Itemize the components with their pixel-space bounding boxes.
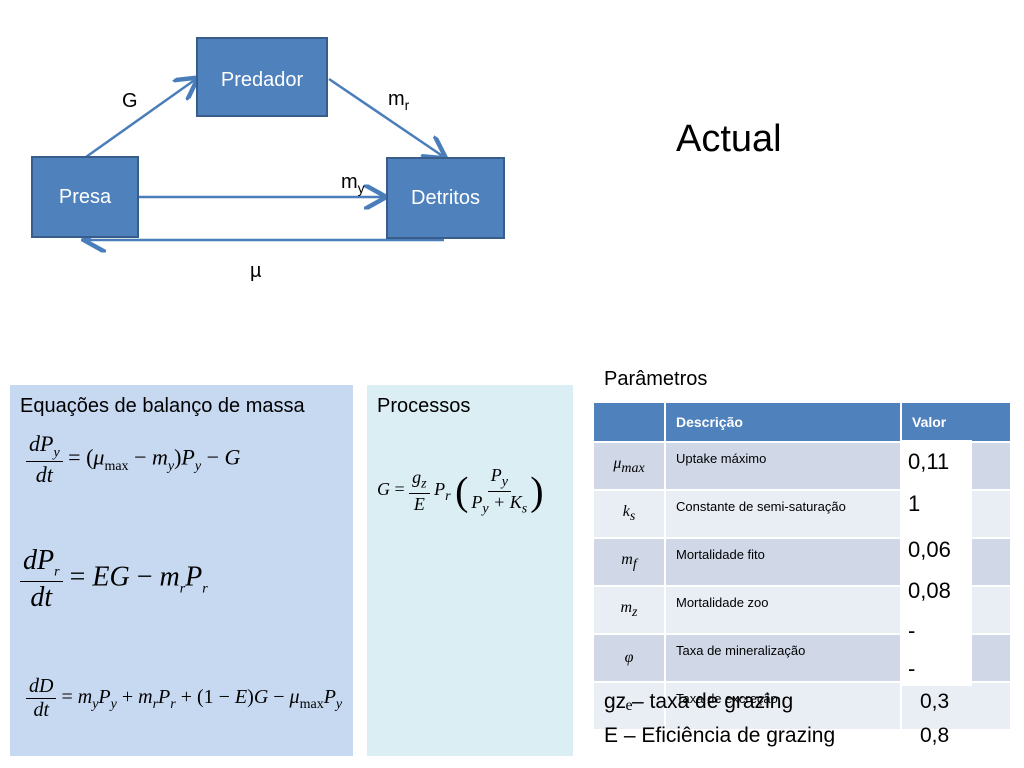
edge-label-my: my <box>341 171 365 196</box>
header-value: Valor <box>900 401 1012 443</box>
process-title: Processos <box>377 395 471 417</box>
row-symbol: mf <box>592 537 666 587</box>
row-symbol: e <box>592 681 666 731</box>
row-description: Taxa de excreção <box>664 681 902 731</box>
e-label: E – Eficiência de grazing <box>604 724 836 747</box>
value-e: - <box>908 656 916 681</box>
node-presa-label: Presa <box>58 185 112 208</box>
edge-label-mr: mr <box>388 88 409 113</box>
row-symbol: mz <box>592 585 666 635</box>
edge-label-mu: µ <box>250 260 262 282</box>
header-symbol <box>592 401 666 443</box>
header-description: Descrição <box>664 401 902 443</box>
gz-value: 0,3 <box>920 690 950 713</box>
node-predador-label: Predador <box>220 69 304 91</box>
value-mz: 0,08 <box>908 578 951 603</box>
row-symbol: ks <box>592 489 666 539</box>
row-description: Mortalidade fito <box>664 537 902 587</box>
edge-label-mr-base: m <box>388 88 405 110</box>
node-detritos-label: Detritos <box>411 186 480 209</box>
row-description: Uptake máximo <box>664 441 902 491</box>
arrow-presa-predador <box>85 79 196 159</box>
node-presa: Presa <box>31 156 139 238</box>
edge-label-my-sub: y <box>357 180 365 196</box>
value-mf: 0,06 <box>908 537 951 562</box>
edge-label-g: G <box>122 90 138 112</box>
row-symbol: μmax <box>592 441 666 491</box>
row-description: Mortalidade zoo <box>664 585 902 635</box>
value-ks: 1 <box>908 491 921 516</box>
values-overlay <box>902 440 972 686</box>
mass-balance-title: Equações de balanço de massa <box>20 395 305 417</box>
value-umax: 0,11 <box>908 449 950 474</box>
arrow-predador-detritos <box>328 77 444 157</box>
page-title: Actual <box>676 118 782 160</box>
row-symbol: φ <box>592 633 666 683</box>
gz-label: gz – taxa de grazing <box>604 690 794 713</box>
row-description: Constante de semi-saturação <box>664 489 902 539</box>
row-description: Taxa de mineralização <box>664 633 902 683</box>
table-row: e Taxa de excreção <box>592 681 1012 731</box>
node-detritos: Detritos <box>386 157 505 239</box>
value-phi: - <box>908 618 916 643</box>
parameters-title: Parâmetros <box>604 368 708 390</box>
edge-label-my-base: m <box>341 171 358 193</box>
row-value-cell <box>900 681 1012 731</box>
edge-label-mr-sub: r <box>404 97 410 113</box>
node-predador: Predador <box>196 37 328 117</box>
flow-arrows <box>0 0 1024 300</box>
e-value: 0,8 <box>920 724 950 747</box>
